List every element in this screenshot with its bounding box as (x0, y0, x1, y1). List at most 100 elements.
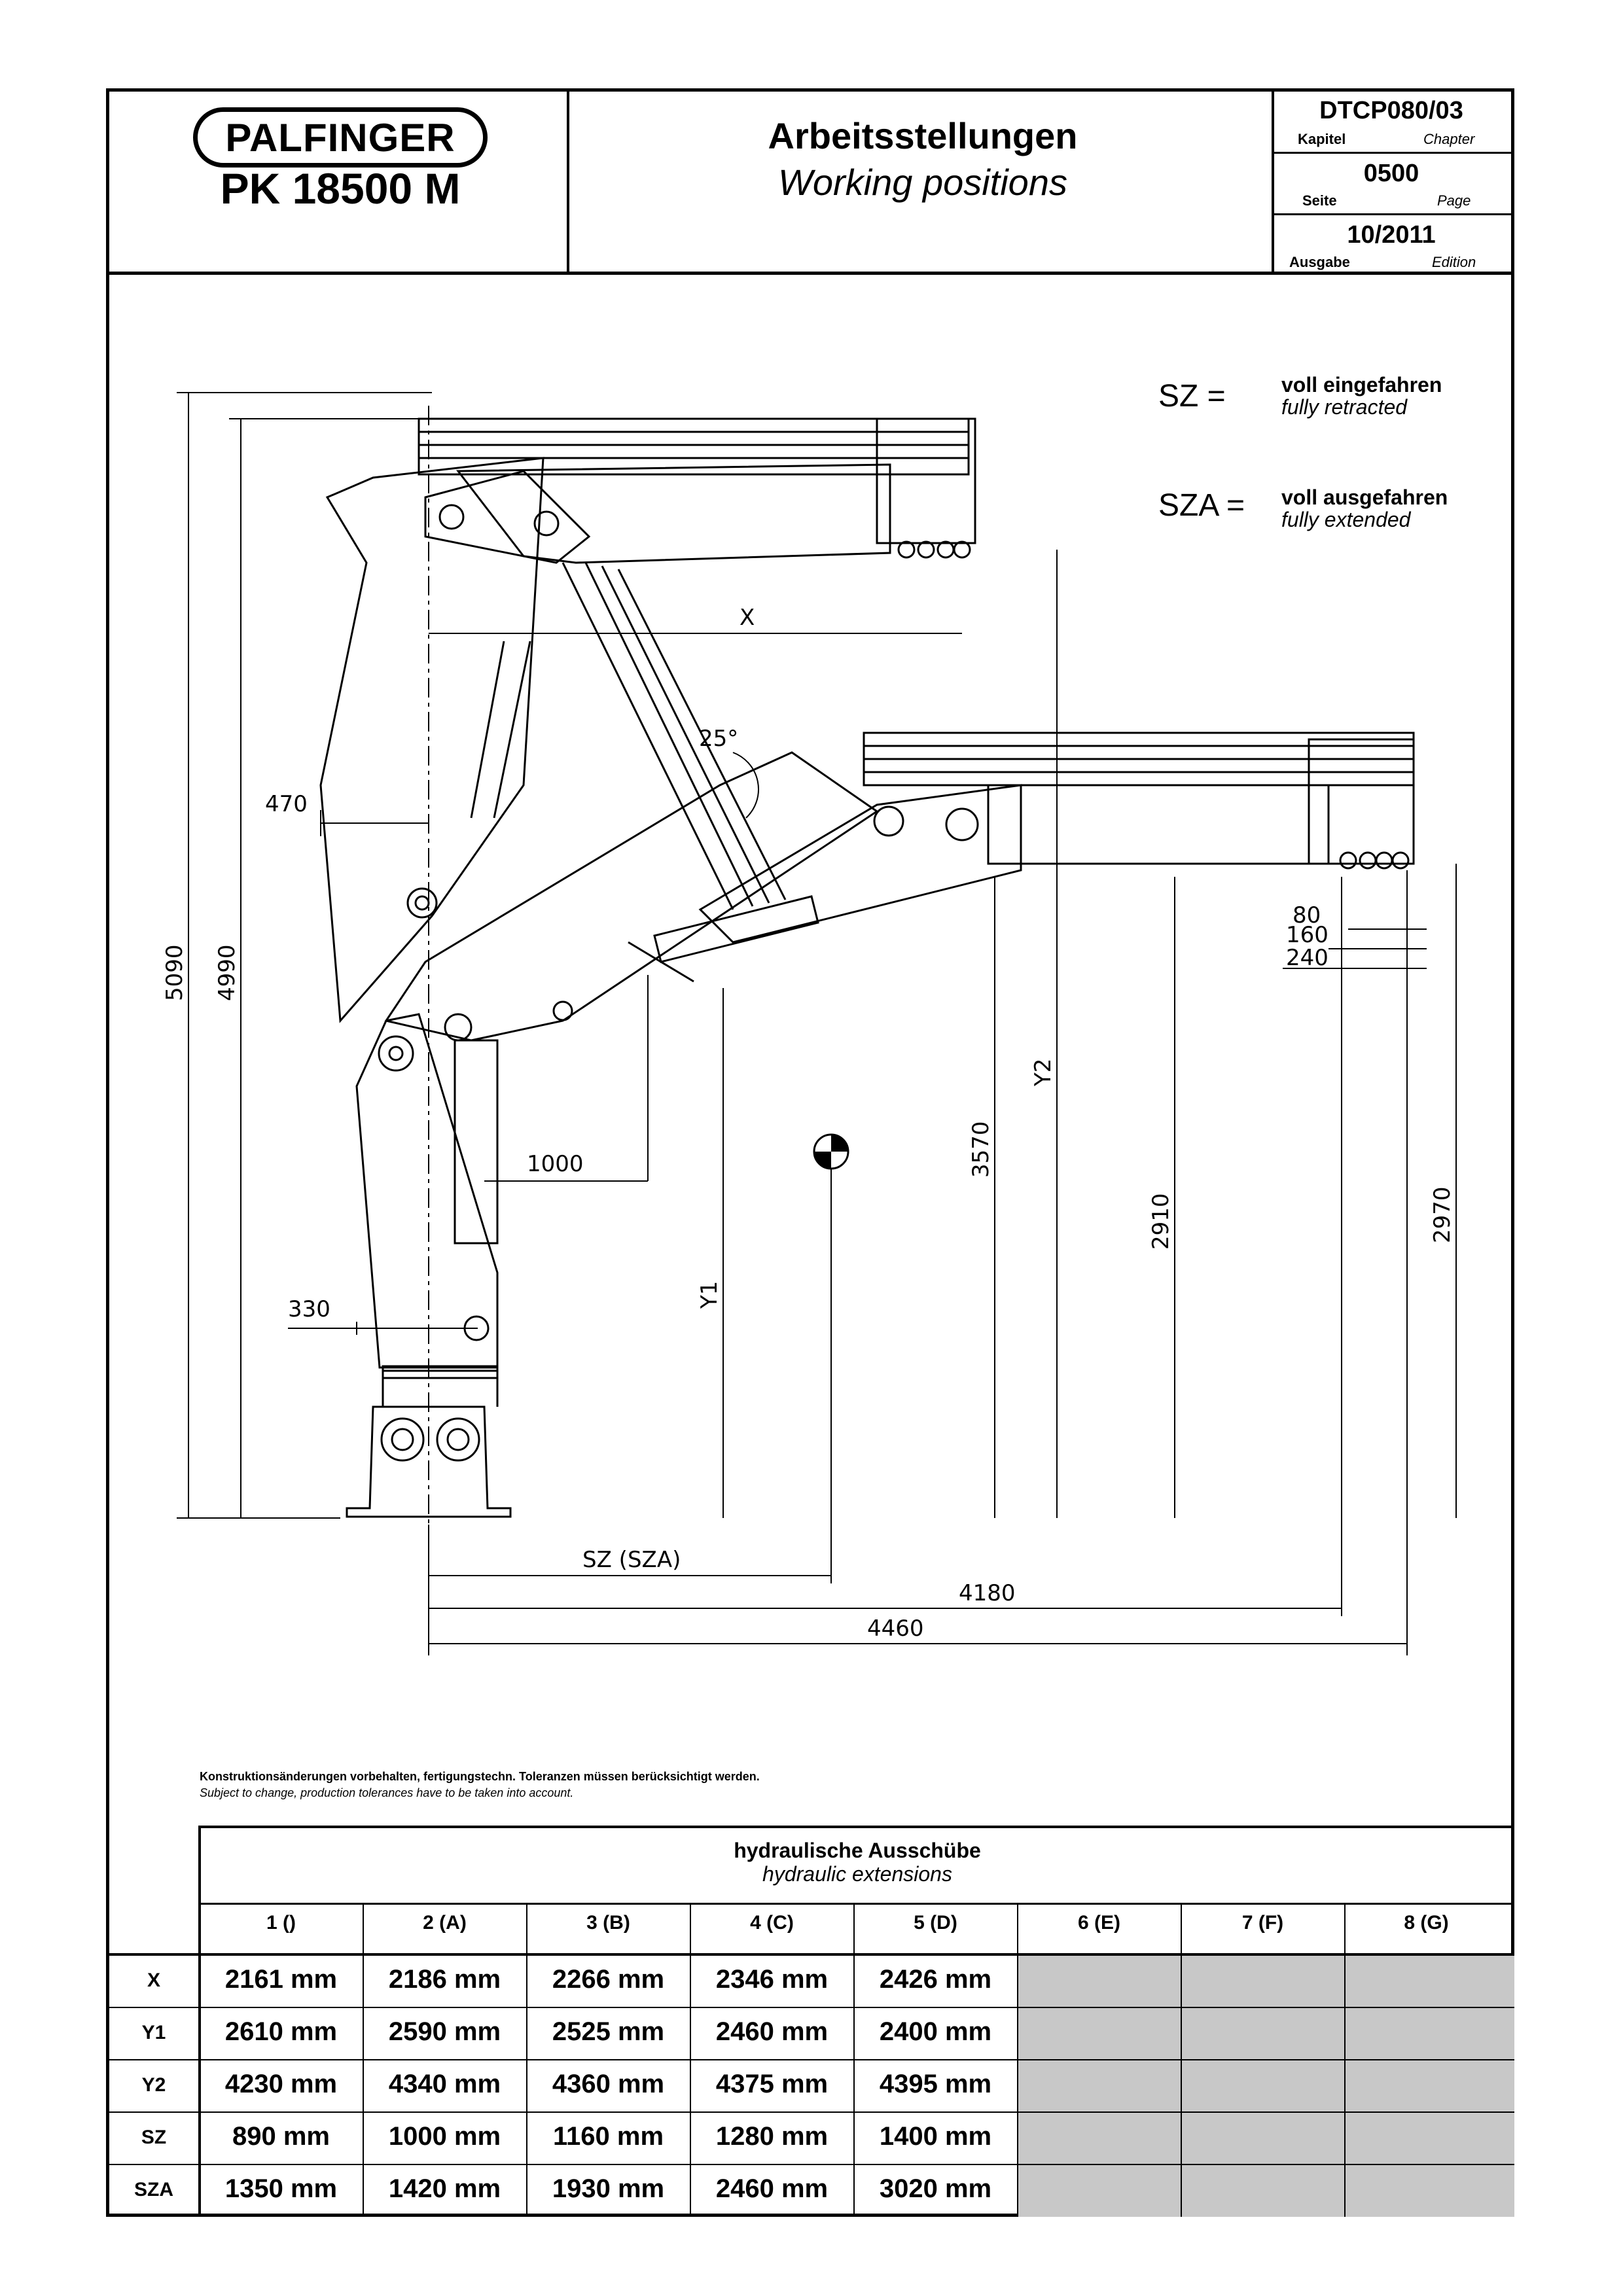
dim-5090: 5090 (162, 944, 188, 1001)
table-col-rule-7 (1344, 1903, 1346, 2217)
legend-sz-en: fully retracted (1281, 395, 1408, 419)
column-header: 5 (D) (914, 1912, 957, 1934)
table-col-rule-6 (1181, 1903, 1182, 2217)
unused-columns-shading (1018, 1955, 1514, 2217)
page-number-value: 0500 (1363, 160, 1419, 187)
dim-sz-sza: SZ (SZA) (582, 1547, 681, 1573)
page-subtitle: Working positions (778, 162, 1067, 203)
row-label-sz: SZ (141, 2127, 167, 2148)
crane-column (355, 1013, 499, 1369)
table-cell: 1000 mm (388, 2122, 501, 2151)
table-cell: 1930 mm (552, 2174, 665, 2203)
header-bottom-rule (106, 272, 1514, 275)
legend-sz-de: voll eingefahren (1281, 373, 1442, 397)
main-boom (384, 751, 879, 1042)
table-cell: 1350 mm (224, 2174, 338, 2203)
table-cell: 1400 mm (879, 2122, 992, 2151)
edition-value: 10/2011 (1347, 221, 1436, 249)
table-cell: 2460 mm (715, 2174, 829, 2203)
dim-1000: 1000 (527, 1151, 584, 1177)
column-header: 8 (G) (1404, 1912, 1449, 1934)
table-rule-3 (106, 2007, 1514, 2008)
column-header: 4 (C) (750, 1912, 794, 1934)
dim-y1: Y1 (696, 1281, 722, 1309)
column-header: 2 (A) (423, 1912, 467, 1934)
table-col-rule-0 (198, 1826, 201, 2217)
extension-cylinder-diagonal (562, 562, 734, 910)
table-cell: 4395 mm (879, 2070, 992, 2098)
edition-label-de: Ausgabe (1289, 254, 1350, 270)
table-cell: 2426 mm (879, 1965, 992, 1994)
crane-base (346, 1405, 512, 1518)
header-divider-2 (1272, 88, 1274, 273)
dim-4460: 4460 (867, 1616, 924, 1642)
table-cell: 2610 mm (224, 2017, 338, 2046)
table-cell: 1160 mm (552, 2122, 664, 2151)
outer-boom-up (319, 457, 544, 1023)
outer-boom-pivot (406, 887, 438, 919)
table-col-rule-1 (363, 1903, 364, 2217)
chapter-value: DTCP080/03 (1319, 97, 1463, 124)
table-rule-1 (198, 1903, 1514, 1905)
table-cell: 2266 mm (552, 1965, 665, 1994)
table-cell: 2346 mm (715, 1965, 829, 1994)
dim-angle: 25° (699, 726, 738, 752)
crane-column-foot (382, 1369, 499, 1407)
knuckle-boom-upper (455, 463, 891, 564)
main-boom-cylinder (454, 1039, 499, 1245)
dim-x: X (740, 605, 755, 631)
base-flange-left (380, 1417, 425, 1462)
table-cell: 4230 mm (224, 2070, 338, 2098)
crane-drawing: 5090 4990 470 X 25° 1000 330 Y1 3570 Y2 … (162, 392, 1457, 1655)
dim-80: 80 (1293, 902, 1321, 928)
column-header: 3 (B) (586, 1912, 630, 1934)
header-divider-1 (567, 88, 569, 273)
dim-160: 160 (1286, 922, 1329, 948)
table-col-rule-4 (853, 1903, 855, 2217)
table-col-rule-3 (690, 1903, 691, 2217)
table-cell: 1280 mm (715, 2122, 829, 2151)
dim-470: 470 (265, 791, 308, 817)
table-cell: 2460 mm (715, 2017, 829, 2046)
boom-head-upper (876, 417, 976, 544)
table-title: hydraulische Ausschübe (734, 1839, 981, 1862)
column-pivot (378, 1035, 414, 1072)
knuckle-boom-lower (698, 784, 1022, 944)
dim-330: 330 (288, 1296, 330, 1322)
table-cell: 4360 mm (552, 2070, 665, 2098)
table-cell: 2590 mm (388, 2017, 501, 2046)
page-title: Arbeitsstellungen (768, 115, 1078, 156)
dim-4180: 4180 (959, 1580, 1016, 1606)
table-col-rule-2 (526, 1903, 527, 2217)
table-rule-2 (106, 1953, 1514, 1956)
legend-sza-en: fully extended (1281, 508, 1411, 531)
base-flange-right (436, 1417, 480, 1462)
legend-key-sza: SZA = (1158, 488, 1245, 523)
table-col-rule-5 (1017, 1903, 1018, 2217)
notice-de: Konstruktionsänderungen vorbehalten, fer… (200, 1770, 760, 1783)
table-cell: 2525 mm (552, 2017, 665, 2046)
page-label-en: Page (1437, 192, 1471, 209)
dim-240: 240 (1286, 945, 1329, 971)
column-header: 1 () (266, 1912, 296, 1934)
row-label-y1: Y1 (141, 2022, 166, 2043)
table-subtitle: hydraulic extensions (762, 1862, 952, 1886)
row-label-sza: SZA (134, 2179, 173, 2200)
notice-en: Subject to change, production tolerances… (200, 1786, 574, 1799)
page-label-de: Seite (1302, 192, 1337, 209)
meta-rule-1 (1272, 152, 1514, 154)
table-top-rule (198, 1826, 1514, 1828)
table-cell: 2161 mm (224, 1965, 338, 1994)
table-rule-4 (106, 2059, 1514, 2060)
dim-2910: 2910 (1148, 1193, 1174, 1250)
brand-logo: PALFINGER (193, 107, 488, 168)
row-label-x: X (147, 1969, 160, 1991)
table-cell: 2186 mm (388, 1965, 501, 1994)
legend-sza-de: voll ausgefahren (1281, 486, 1448, 509)
table-cell: 2400 mm (879, 2017, 992, 2046)
page-frame (106, 88, 1514, 2217)
table-cell: 890 mm (232, 2122, 330, 2151)
dim-2970: 2970 (1429, 1186, 1455, 1243)
legend-key-sz: SZ = (1158, 379, 1226, 414)
table-cell: 1420 mm (388, 2174, 501, 2203)
